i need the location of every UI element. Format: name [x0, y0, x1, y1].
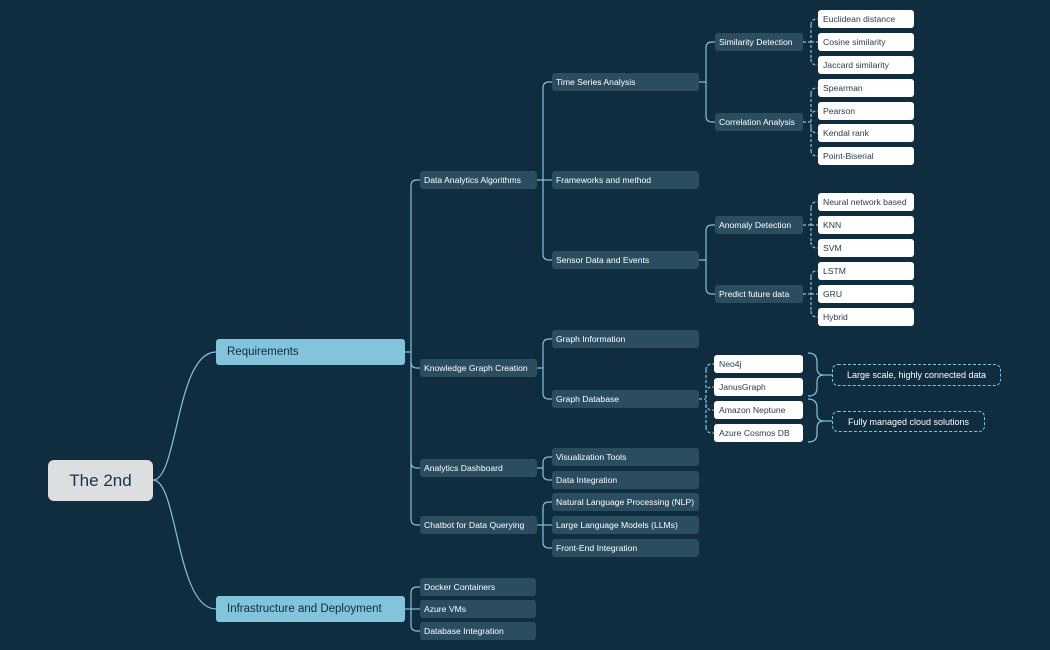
cosine-similarity-node[interactable]: Cosine similarity	[818, 33, 914, 51]
connector-line	[810, 87, 818, 95]
connector-line	[410, 518, 420, 526]
connector-line	[542, 338, 552, 346]
azure-cosmos-db-node[interactable]: Azure Cosmos DB	[714, 424, 803, 442]
time-series-analysis-node[interactable]: Time Series Analysis	[552, 73, 699, 91]
similarity-detection-node[interactable]: Similarity Detection	[715, 33, 803, 51]
connector-line	[705, 41, 715, 49]
connector-line	[410, 179, 420, 187]
pearson-node[interactable]: Pearson	[818, 102, 914, 120]
database-integration-node[interactable]: Database Integration	[420, 622, 536, 640]
connector-line	[807, 398, 825, 443]
connector-line	[542, 392, 552, 400]
connector-line	[705, 115, 715, 123]
connector-line	[542, 541, 552, 549]
anomaly-detection-node[interactable]: Anomaly Detection	[715, 216, 803, 234]
connector-line	[152, 351, 217, 481]
gru-node[interactable]: GRU	[818, 285, 914, 303]
connector-line	[542, 456, 552, 464]
analytics-dashboard-node[interactable]: Analytics Dashboard	[420, 459, 537, 477]
connector-line	[810, 270, 818, 278]
connector-line	[410, 586, 420, 594]
correlation-analysis-node[interactable]: Correlation Analysis	[715, 113, 803, 131]
spearman-node[interactable]: Spearman	[818, 79, 914, 97]
connector-line	[705, 224, 715, 232]
neo4j-node[interactable]: Neo4j	[714, 355, 803, 373]
connector-line	[542, 81, 552, 89]
connector-line	[810, 18, 818, 26]
connector-line	[410, 361, 420, 369]
connector-line	[705, 287, 715, 295]
hybrid-node[interactable]: Hybrid	[818, 308, 914, 326]
llm-node[interactable]: Large Language Models (LLMs)	[552, 516, 699, 534]
connector-line	[810, 310, 818, 318]
euclidean-distance-node[interactable]: Euclidean distance	[818, 10, 914, 28]
connector-line	[810, 110, 818, 118]
connector-line	[810, 241, 818, 249]
amazon-neptune-node[interactable]: Amazon Neptune	[714, 401, 803, 419]
kendal-rank-node[interactable]: Kendal rank	[818, 124, 914, 142]
infrastructure-node[interactable]: Infrastructure and Deployment	[216, 596, 405, 622]
predict-future-data-node[interactable]: Predict future data	[715, 285, 803, 303]
root-node[interactable]: The 2nd	[48, 460, 153, 501]
docker-containers-node[interactable]: Docker Containers	[420, 578, 536, 596]
connector-line	[410, 624, 420, 632]
jaccard-similarity-node[interactable]: Jaccard similarity	[818, 56, 914, 74]
connector-line	[810, 126, 818, 134]
connector-line	[542, 473, 552, 481]
connector-line	[705, 426, 714, 434]
point-biserial-node[interactable]: Point-Biserial	[818, 147, 914, 165]
connector-line	[705, 403, 714, 411]
requirements-node[interactable]: Requirements	[216, 339, 405, 365]
cloud-solutions-note[interactable]: Fully managed cloud solutions	[832, 411, 985, 432]
data-analytics-algorithms-node[interactable]: Data Analytics Algorithms	[420, 171, 537, 189]
connector-line	[810, 201, 818, 209]
large-scale-note[interactable]: Large scale, highly connected data	[832, 364, 1001, 386]
connector-line	[810, 149, 818, 157]
visualization-tools-node[interactable]: Visualization Tools	[552, 448, 699, 466]
connector-line	[410, 461, 420, 469]
graph-database-node[interactable]: Graph Database	[552, 390, 699, 408]
frameworks-and-method-node[interactable]: Frameworks and method	[552, 171, 699, 189]
connector-line	[542, 501, 552, 509]
janusgraph-node[interactable]: JanusGraph	[714, 378, 803, 396]
connector-line	[807, 352, 825, 397]
sensor-data-node[interactable]: Sensor Data and Events	[552, 251, 699, 269]
data-integration-node[interactable]: Data Integration	[552, 471, 699, 489]
connector-line	[705, 363, 714, 371]
connector-line	[705, 386, 714, 394]
svm-node[interactable]: SVM	[818, 239, 914, 257]
chatbot-node[interactable]: Chatbot for Data Querying	[420, 516, 537, 534]
connector-line	[810, 58, 818, 66]
neural-network-based-node[interactable]: Neural network based	[818, 193, 914, 211]
connector-line	[152, 479, 217, 610]
nlp-node[interactable]: Natural Language Processing (NLP)	[552, 493, 699, 511]
lstm-node[interactable]: LSTM	[818, 262, 914, 280]
knowledge-graph-creation-node[interactable]: Knowledge Graph Creation	[420, 359, 537, 377]
front-end-integration-node[interactable]: Front-End Integration	[552, 539, 699, 557]
azure-vms-node[interactable]: Azure VMs	[420, 600, 536, 618]
knn-node[interactable]: KNN	[818, 216, 914, 234]
connector-line	[542, 253, 552, 261]
graph-information-node[interactable]: Graph Information	[552, 330, 699, 348]
